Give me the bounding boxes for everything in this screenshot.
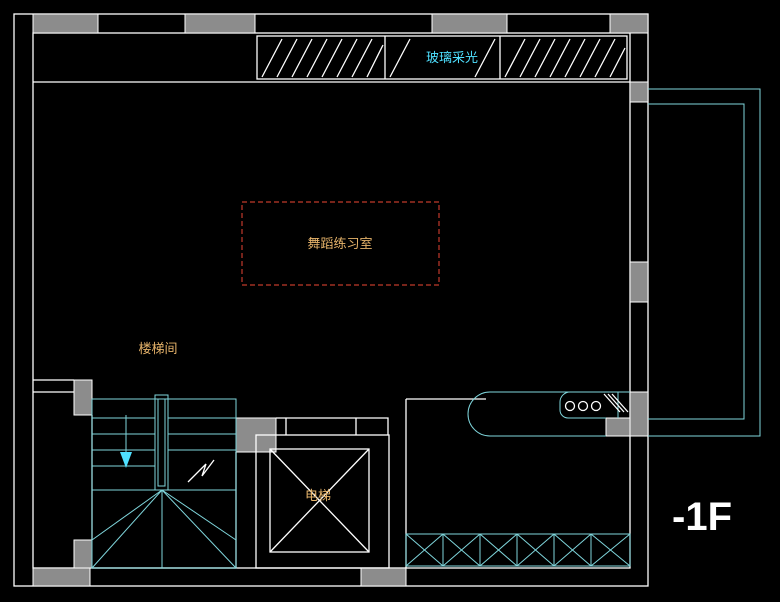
sink-bowls (564, 400, 602, 412)
stair-direction-arrow (120, 452, 132, 468)
stairwell-label: 楼梯间 (138, 342, 177, 357)
diagonal-hatch-band (603, 393, 629, 413)
floor-level-label: -1F (672, 495, 732, 539)
elevator-shaft (255, 417, 390, 569)
staircase (91, 394, 237, 569)
glass-skylight (256, 35, 628, 80)
storage-cabinets (405, 533, 631, 567)
dance-room-label: 舞蹈练习室 (307, 236, 372, 252)
wall-columns (32, 13, 649, 587)
skylight-label: 玻璃采光 (426, 51, 478, 66)
dance-zone-outline (241, 201, 440, 286)
stairwell-walls (33, 379, 237, 569)
right-courtyard (648, 88, 761, 437)
lower-right-room (405, 398, 486, 568)
elevator-label: 电梯 (305, 489, 331, 504)
